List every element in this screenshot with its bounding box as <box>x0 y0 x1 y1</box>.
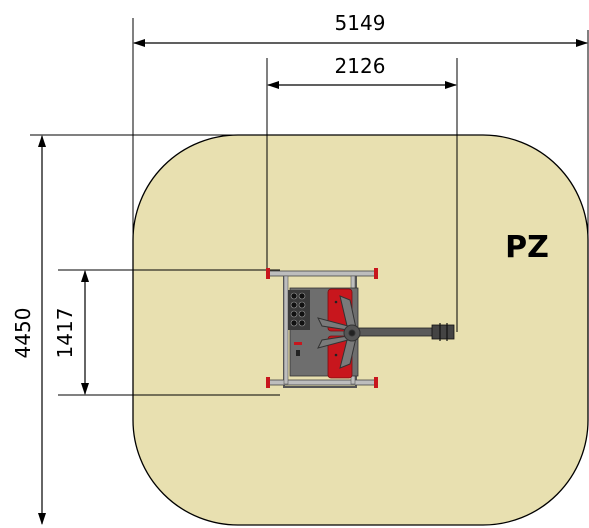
foot <box>374 268 378 279</box>
equipment-depth-label: 1417 <box>53 308 77 359</box>
foot <box>266 377 270 388</box>
foot <box>266 268 270 279</box>
overall-width-label: 5149 <box>335 11 386 35</box>
foot <box>374 377 378 388</box>
dimension-lines <box>38 39 588 525</box>
zone-label: PZ <box>505 230 549 265</box>
central-hub <box>317 295 361 369</box>
extension-lines <box>30 18 589 396</box>
equipment-top-view <box>266 268 455 388</box>
overall-depth-label: 4450 <box>11 308 35 359</box>
handle <box>296 350 300 356</box>
post <box>283 275 289 385</box>
equipment-width-label: 2126 <box>335 54 386 78</box>
handle <box>294 342 302 345</box>
arm-handle <box>431 324 455 340</box>
top-bar <box>267 270 377 277</box>
